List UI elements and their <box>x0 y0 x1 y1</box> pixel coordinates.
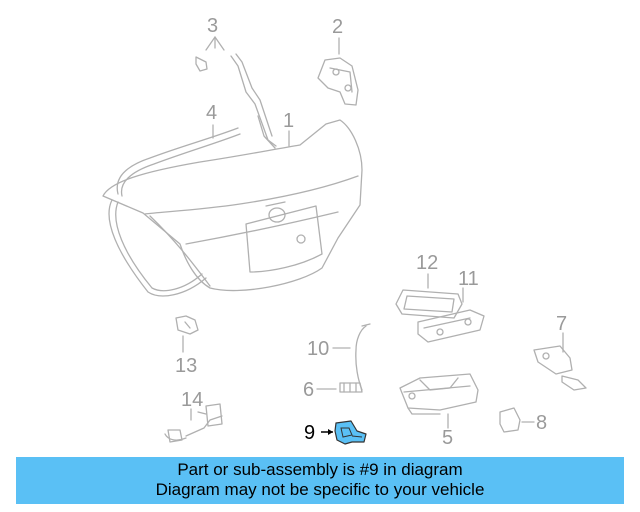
parts-diagram <box>102 36 587 445</box>
info-banner: Part or sub-assembly is #9 in diagram Di… <box>16 457 624 504</box>
callout-9: 9 <box>304 422 316 444</box>
callout-6: 6 <box>303 379 315 401</box>
garnish-part-12 <box>395 289 463 319</box>
callout-5: 5 <box>442 427 454 449</box>
callout-13: 13 <box>175 355 198 377</box>
hinge-part-2 <box>317 57 359 106</box>
callout-8: 8 <box>536 412 548 434</box>
callout-7: 7 <box>556 313 568 335</box>
callout-14: 14 <box>181 389 204 411</box>
callout-3: 3 <box>207 15 219 37</box>
weatherstrip-part-4 <box>108 127 241 297</box>
latch-part-5 <box>399 373 479 415</box>
callout-1: 1 <box>283 110 295 132</box>
callout-2: 2 <box>332 16 344 38</box>
harness-part-14 <box>164 403 223 443</box>
callout-10: 10 <box>307 338 330 360</box>
highlighted-part-9 <box>321 420 367 445</box>
sensor-part-13 <box>175 315 199 335</box>
banner-line-1: Part or sub-assembly is #9 in diagram <box>177 460 463 479</box>
leader-lines <box>182 36 564 429</box>
handle-part-11 <box>417 309 485 343</box>
callout-4: 4 <box>206 102 218 124</box>
callout-11: 11 <box>458 268 479 290</box>
bolt-part-6 <box>339 382 363 393</box>
bumper-part-8 <box>499 407 521 433</box>
trunk-lid-part-1 <box>102 115 363 292</box>
callout-12: 12 <box>416 252 439 274</box>
banner-line-2: Diagram may not be specific to your vehi… <box>155 480 485 499</box>
lift-support-part-3 <box>195 53 277 147</box>
lock-cylinder-part-7 <box>533 345 587 391</box>
cable-part-10 <box>355 323 371 391</box>
